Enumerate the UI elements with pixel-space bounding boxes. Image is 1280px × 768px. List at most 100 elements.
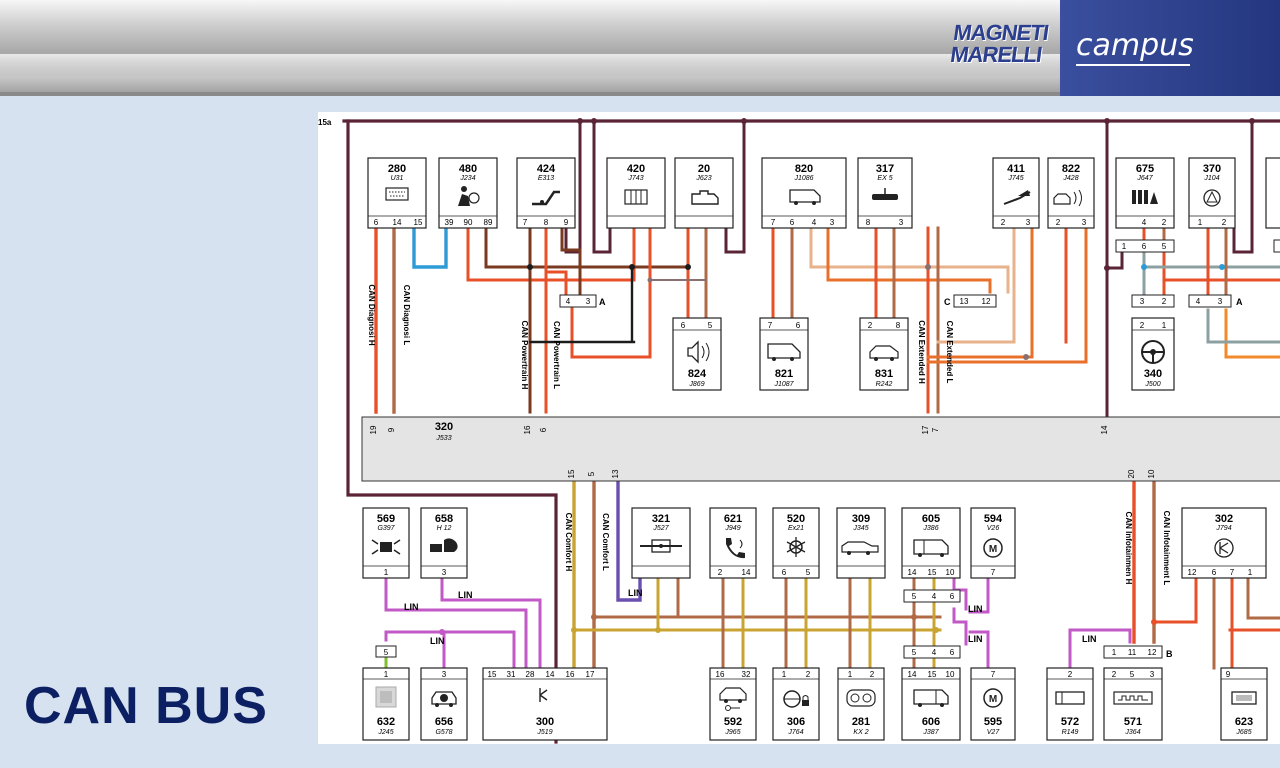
ecu-code: J623 <box>695 175 711 182</box>
module-pin: 2 <box>1140 321 1145 330</box>
ecu-number: 424 <box>537 163 556 175</box>
ecu-pin: 12 <box>1188 568 1197 577</box>
ecu-309: 309 J345 <box>836 507 886 579</box>
ecu-pin: 7 <box>991 568 996 577</box>
campus-logo: campus <box>1060 0 1280 96</box>
ecu-pin: 17 <box>586 670 595 679</box>
bus-label-comfort-h: CAN Comfort H <box>564 513 573 572</box>
campus-label: campus <box>1076 28 1194 63</box>
gateway-pin: 16 <box>523 425 532 434</box>
ecu-pin: 6 <box>782 568 787 577</box>
ecu-321: 321 J527 <box>631 507 691 579</box>
campus-underline <box>1076 64 1190 66</box>
gateway-pin: 10 <box>1147 469 1156 478</box>
connector-steering: 3 2 <box>1131 294 1175 308</box>
ecu-pin: 1 <box>1248 568 1253 577</box>
motor-icon: M <box>983 688 1003 708</box>
ecu-572: 2 572 R149 <box>1046 667 1094 741</box>
ecu-pin: 7 <box>991 670 996 679</box>
gearbox-icon <box>624 189 648 205</box>
ecu-code: J794 <box>1215 525 1231 532</box>
ecu-number: 321 <box>652 513 670 525</box>
ecu-pin: 16 <box>716 670 725 679</box>
ecu-480: 480 J234 39 90 89 <box>438 157 498 229</box>
ecu-number: 300 <box>536 716 554 728</box>
rain-light-sensor-icon <box>371 539 401 555</box>
ecu-pin: 4 <box>812 218 817 227</box>
bus-label-comfort-l: CAN Comfort L <box>601 513 610 571</box>
ecu-pin: 2 <box>1056 218 1061 227</box>
ecu-623: 9 623 J685 <box>1220 667 1268 741</box>
ecu-pin: 4 <box>1142 218 1147 227</box>
connector-pin: 3 <box>586 297 591 306</box>
connector-label: A <box>1236 297 1243 307</box>
gateway-pin: 7 <box>931 427 940 432</box>
lin-label: LIN <box>1082 634 1097 644</box>
steering-wheel-icon <box>1141 340 1165 364</box>
abs-warning-icon <box>1203 189 1221 207</box>
bus-label-ext-h: CAN Extended H <box>917 320 926 384</box>
connector-pin: 12 <box>982 297 991 306</box>
gateway-pin: 17 <box>921 425 930 434</box>
ecu-pin: 39 <box>445 218 454 227</box>
connector-label: A <box>599 297 606 307</box>
bus-label-diag-l: CAN Diagnosi L <box>402 285 411 346</box>
ecu-pin: 14 <box>546 670 555 679</box>
diagram-canvas: 15a 320 J533 19 9 16 6 17 7 14 15 5 13 2… <box>318 118 1280 744</box>
ecu-pin: 9 <box>564 218 569 227</box>
gateway-pin: 6 <box>539 427 548 432</box>
module-824: 6 5 824 J869 <box>672 317 722 391</box>
ecu-656: 3 656 G578 <box>420 667 468 741</box>
ecu-280: 280 U31 6 14 15 <box>367 157 427 229</box>
ecu-number: 822 <box>1062 163 1080 175</box>
antenna-icon <box>1214 538 1234 558</box>
ecu-pin: 32 <box>742 670 751 679</box>
module-code: J869 <box>688 381 704 388</box>
module-pin: 2 <box>868 321 873 330</box>
ecu-code: J1086 <box>793 175 813 182</box>
connector-pin: 3 <box>1218 297 1223 306</box>
bus-label-ext-l: CAN Extended L <box>945 321 954 384</box>
ecu-pin: 90 <box>464 218 473 227</box>
header-divider <box>0 92 1280 96</box>
connector-pin: 4 <box>1196 297 1201 306</box>
ecu-number: 820 <box>795 163 813 175</box>
ecu-code: J428 <box>1062 175 1078 182</box>
ecu-pin: 1 <box>1198 218 1203 227</box>
ecu-pin: 9 <box>1226 670 1231 679</box>
module-number: 821 <box>775 368 793 380</box>
ecu-370: 370 J104 1 2 <box>1188 157 1236 229</box>
can-bus-diagram: 15a 320 J533 19 9 16 6 17 7 14 15 5 13 2… <box>318 112 1280 744</box>
connector-pin: 11 <box>1128 648 1137 657</box>
ecu-pin: 15 <box>488 670 497 679</box>
ecu-number: 370 <box>1203 163 1221 175</box>
ecu-code: J745 <box>1007 175 1023 182</box>
gateway-pin: 9 <box>387 427 396 432</box>
connector-pin: 6 <box>950 648 955 657</box>
ecu-605: 605 J386 14 15 10 <box>901 507 961 579</box>
ecu-code: J234 <box>459 175 475 182</box>
bus-label-info-h: CAN Infotainmen H <box>1124 512 1133 585</box>
ecu-pin: 3 <box>442 568 447 577</box>
ecu-code: J965 <box>724 729 740 736</box>
module-code: J1087 <box>773 381 794 388</box>
connector-pin: 5 <box>912 648 917 657</box>
ecu-569: 569 G397 1 <box>362 507 410 579</box>
ecu-number: 572 <box>1061 716 1079 728</box>
ecu-number: 281 <box>852 716 870 728</box>
ecu-number: 675 <box>1136 163 1154 175</box>
ecu-pin: 14 <box>908 670 917 679</box>
ecu-number: 317 <box>876 163 894 175</box>
connector-pin: 5 <box>1162 242 1167 251</box>
bus-label-diag-h: CAN Diagnosi H <box>367 284 376 346</box>
bus-label-info-l: CAN Infotainment L <box>1162 511 1171 586</box>
gateway-module: 320 J533 19 9 16 6 17 7 14 15 5 13 20 10 <box>361 416 1280 482</box>
module-code: J500 <box>1144 381 1160 388</box>
ecu-pin: 28 <box>526 670 535 679</box>
ecu-632: 1 632 J245 <box>362 667 410 741</box>
ecu-20: 20 J623 <box>674 157 734 229</box>
connector-pin: 1 <box>1112 648 1117 657</box>
ecu-pin: 3 <box>442 670 447 679</box>
connector-pin: 5 <box>384 648 389 657</box>
ecu-number: 411 <box>1007 163 1025 175</box>
